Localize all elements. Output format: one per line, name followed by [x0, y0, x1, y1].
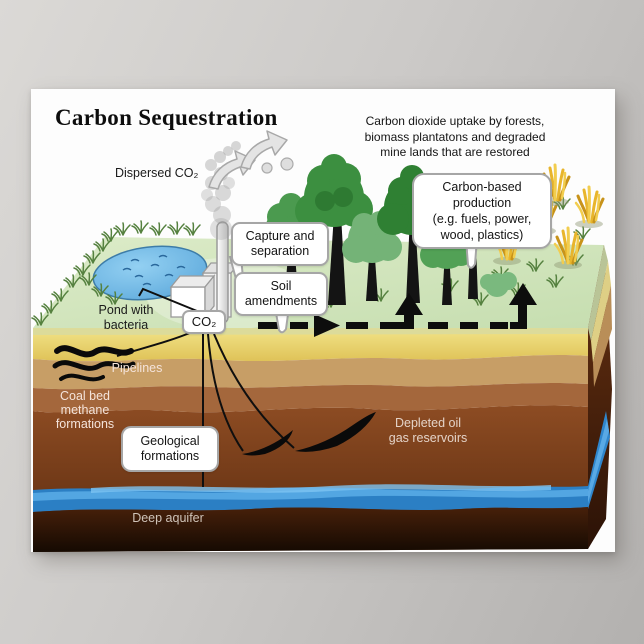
- geological-line: Geological: [140, 434, 200, 448]
- coal-bed-label: Coal bed methane formations: [43, 389, 127, 431]
- coal-seam-pipelines: [52, 345, 136, 382]
- coal-bed-line: Coal bed: [59, 389, 111, 403]
- dispersed-co2-label: Dispersed CO₂: [115, 166, 199, 180]
- right-arrowhead: [314, 314, 340, 337]
- line-to-pond: [138, 287, 198, 312]
- capture-line: Capture and: [245, 229, 315, 243]
- bedrock-bottom-layer: [33, 507, 588, 552]
- pond-label-line: Pond with: [98, 303, 154, 317]
- soil-tan-layer: [33, 355, 588, 390]
- line-to-reservoir-a: [207, 333, 244, 452]
- uptake-note-line: mine lands that are restored: [380, 145, 530, 159]
- capture-separation-callout: Capture and separation: [231, 222, 329, 266]
- pond-label: Pond with bacteria: [86, 303, 166, 332]
- geological-line: formations: [140, 449, 200, 463]
- carbon-production-line: wood, plastics): [440, 228, 524, 243]
- uptake-note-line: biomass plantatons and degraded: [364, 129, 546, 144]
- coal-bed-line: methane: [60, 403, 110, 417]
- bush-right: [480, 272, 517, 297]
- carbon-production-line: production: [452, 195, 512, 210]
- depleted-line: Depleted oil: [394, 416, 461, 430]
- soil-line: Soil: [270, 279, 292, 293]
- soil-line: amendments: [244, 294, 318, 308]
- soil-front-face: [33, 328, 588, 552]
- capture-line: separation: [250, 244, 310, 258]
- soil-dashed-arrow-icon: [258, 283, 537, 337]
- depleted-reservoirs-label: Depleted oil gas reservoirs: [377, 416, 479, 445]
- uptake-note: Carbon dioxide uptake by forests, biomas…: [345, 114, 565, 161]
- up-arrow-icon-2: [509, 283, 537, 329]
- soil-brown-layer: [33, 382, 588, 413]
- coal-bed-line: formations: [55, 417, 115, 431]
- soil-amendments-callout: Soil amendments: [234, 272, 328, 316]
- geological-formations-callout: Geological formations: [121, 426, 219, 472]
- pond-ripples: [122, 254, 186, 286]
- co2-tag-text: CO₂: [191, 314, 217, 330]
- carbon-production-line: (e.g. fuels, power,: [432, 212, 532, 226]
- uptake-note-line: Carbon dioxide uptake by forests,: [365, 114, 545, 128]
- poster-title: Carbon Sequestration: [55, 105, 278, 130]
- co2-tag: CO₂: [182, 310, 226, 334]
- depleted-line: gas reservoirs: [388, 430, 468, 445]
- soil-yellow-layer: [33, 328, 588, 362]
- dispersed-co2-arrows-icon: [208, 130, 294, 190]
- carbon-sequestration-poster: Carbon Sequestration Dispersed CO₂ Carbo…: [31, 89, 615, 552]
- right-side-face: [588, 245, 612, 549]
- pond-label-line: bacteria: [103, 317, 149, 332]
- pipelines-label: Pipelines: [111, 361, 163, 375]
- oil-gas-reservoir-shapes: [242, 412, 376, 456]
- carbon-production-callout: Carbon-based production (e.g. fuels, pow…: [412, 173, 552, 249]
- carbon-production-line: Carbon-based: [442, 179, 522, 194]
- up-arrow-icon: [395, 293, 423, 329]
- aquifer-layer: [33, 484, 588, 512]
- deep-aquifer-label: Deep aquifer: [132, 511, 204, 525]
